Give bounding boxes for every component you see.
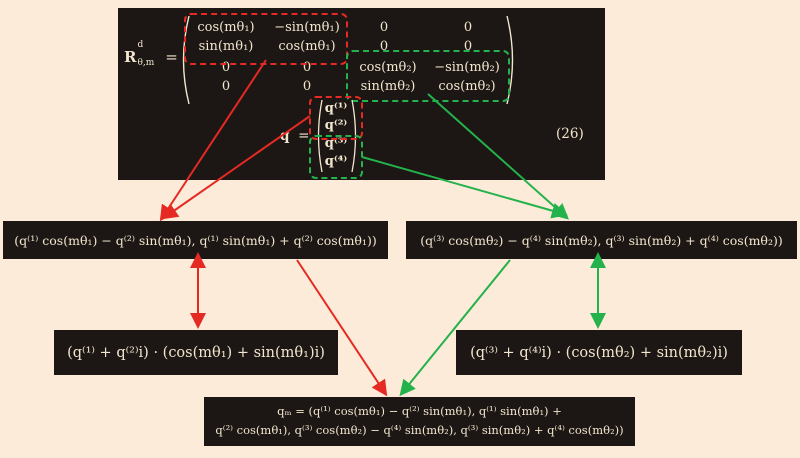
matrix-cell-r2c2: cos(mθ₁) <box>278 39 336 54</box>
right-rotation-box: (q⁽³⁾ cos(mθ₂) − q⁽⁴⁾ sin(mθ₂), q⁽³⁾ sin… <box>406 221 797 259</box>
matrix-cell-r1c2: −sin(mθ₁) <box>274 20 340 35</box>
matrix-cell-r4c2: 0 <box>302 79 312 94</box>
result-line-2: q⁽²⁾ cos(mθ₁), q⁽³⁾ cos(mθ₂) − q⁽⁴⁾ sin(… <box>215 423 624 437</box>
matrix-cell-r2c4: 0 <box>463 39 473 54</box>
rotation-matrix-sup: d <box>137 40 144 50</box>
rotation-matrix-sub: θ,m <box>137 58 155 68</box>
matrix-cell-r2c3: 0 <box>379 39 389 54</box>
rotation-matrix-symbol: R <box>124 48 137 66</box>
matrix-cell-r4c3: sin(mθ₂) <box>360 79 416 94</box>
left-rotation-expression: (q⁽¹⁾ cos(mθ₁) − q⁽²⁾ sin(mθ₁), q⁽¹⁾ sin… <box>14 232 377 248</box>
matrix-cell-r2c1: sin(mθ₁) <box>198 39 254 54</box>
right-rotation-expression: (q⁽³⁾ cos(mθ₂) − q⁽⁴⁾ sin(mθ₂), q⁽³⁾ sin… <box>420 232 783 248</box>
matrix-cell-r3c2: 0 <box>302 60 312 75</box>
vector-entry-q2: q⁽²⁾ <box>324 118 348 133</box>
result-line-1: qₘ = (q⁽¹⁾ cos(mθ₁) − q⁽²⁾ sin(mθ₁), q⁽¹… <box>277 404 562 418</box>
equation-number: (26) <box>556 126 584 142</box>
matrix-cell-r4c1: 0 <box>221 79 231 94</box>
vector-entry-q1: q⁽¹⁾ <box>324 101 348 116</box>
vector-q-label: q = <box>280 128 309 144</box>
red-block-highlight <box>184 13 348 65</box>
red-vector-highlight <box>309 96 363 140</box>
matrix-cell-r1c1: cos(mθ₁) <box>197 20 255 35</box>
green-vector-highlight <box>309 135 363 179</box>
vector-equals-sign: = <box>298 128 310 144</box>
left-complex-expression: (q⁽¹⁾ + q⁽²⁾i) · (cos(mθ₁) + sin(mθ₁)i) <box>67 344 325 361</box>
matrix-cell-r3c3: cos(mθ₂) <box>359 60 417 75</box>
left-complex-box: (q⁽¹⁾ + q⁽²⁾i) · (cos(mθ₁) + sin(mθ₁)i) <box>54 330 338 375</box>
vector-q-symbol: q <box>280 128 290 144</box>
matrix-cell-r4c4: cos(mθ₂) <box>438 79 496 94</box>
result-box: qₘ = (q⁽¹⁾ cos(mθ₁) − q⁽²⁾ sin(mθ₁), q⁽¹… <box>204 397 635 446</box>
vector-entry-q4: q⁽⁴⁾ <box>324 154 348 169</box>
right-complex-expression: (q⁽³⁾ + q⁽⁴⁾i) · (cos(mθ₂) + sin(mθ₂)i) <box>470 344 728 361</box>
right-complex-box: (q⁽³⁾ + q⁽⁴⁾i) · (cos(mθ₂) + sin(mθ₂)i) <box>456 330 742 375</box>
green-block-highlight <box>346 50 510 102</box>
matrix-cell-r1c4: 0 <box>463 20 473 35</box>
matrix-cell-r1c3: 0 <box>379 20 389 35</box>
left-rotation-box: (q⁽¹⁾ cos(mθ₁) − q⁽²⁾ sin(mθ₁), q⁽¹⁾ sin… <box>3 221 388 259</box>
matrix-cell-r3c4: −sin(mθ₂) <box>434 60 500 75</box>
